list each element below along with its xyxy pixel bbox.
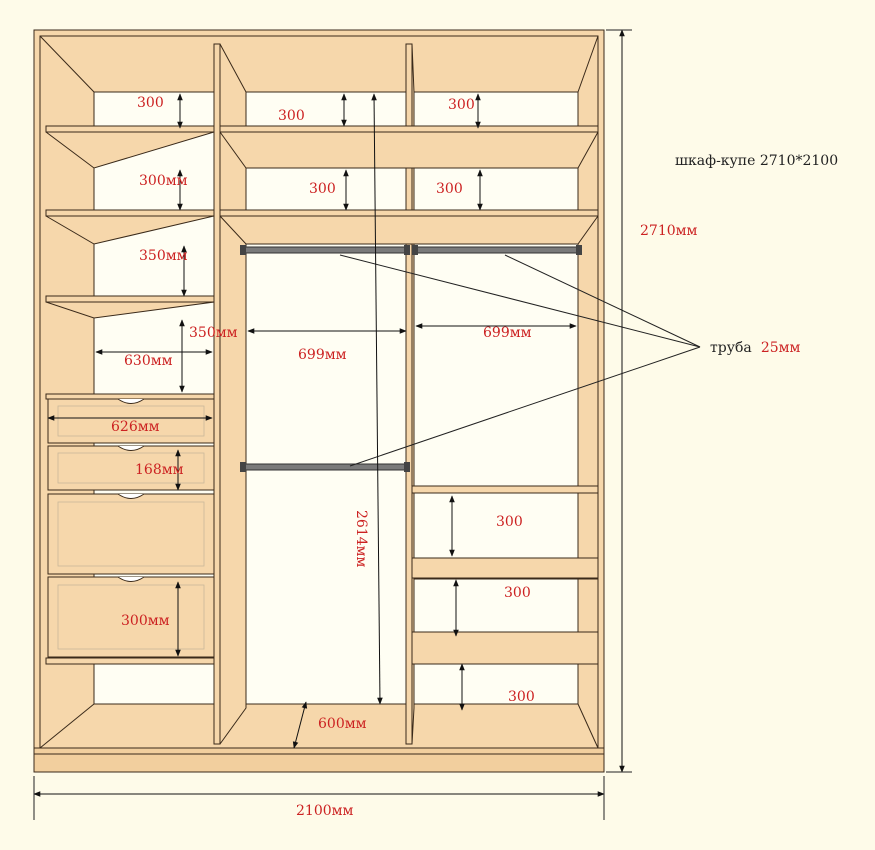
extension-lines — [33, 29, 632, 820]
dim-left-width: 630мм — [124, 353, 173, 369]
drawers — [47, 398, 215, 658]
dim-left-shelf1: 300 — [137, 95, 164, 111]
dim-right-shelf1: 300 — [448, 97, 475, 113]
left-shelves — [45, 125, 215, 665]
pipe-label: труба 25мм — [710, 337, 801, 356]
dim-drawer-big: 300мм — [121, 613, 170, 629]
dim-mid-shelf2: 300 — [309, 181, 336, 197]
dim-drawer-height: 168мм — [135, 462, 184, 478]
dim-depth: 600мм — [318, 716, 367, 732]
dim-right-width: 699мм — [483, 325, 532, 341]
right-lower-shelves — [411, 485, 599, 665]
total-height-label: 2710мм — [640, 223, 698, 239]
dim-right-low1: 300 — [496, 514, 523, 530]
dim-left-shelf2: 300мм — [139, 173, 188, 189]
upper-shelves — [219, 125, 599, 245]
dim-right-shelf2: 300 — [436, 181, 463, 197]
dim-right-low2: 300 — [504, 585, 531, 601]
dim-left-shelf3: 350мм — [139, 248, 188, 264]
total-width-label: 2100мм — [296, 803, 354, 819]
dim-mid-width: 699мм — [298, 347, 347, 363]
pipe-label-word: труба — [710, 340, 752, 356]
diagram-title: шкаф-купе 2710*2100 — [675, 153, 838, 169]
hanging-rails — [240, 245, 582, 472]
dim-left-section: 350мм — [189, 325, 238, 341]
dim-right-low3: 300 — [508, 689, 535, 705]
dim-drawer-width: 626мм — [111, 419, 160, 435]
dim-mid-shelf1: 300 — [278, 108, 305, 124]
pipe-label-size: 25мм — [761, 340, 801, 356]
dim-mid-height: 2614мм — [353, 510, 369, 568]
dimension-arrows — [33, 29, 625, 797]
pipe-callout-lines — [339, 254, 701, 467]
